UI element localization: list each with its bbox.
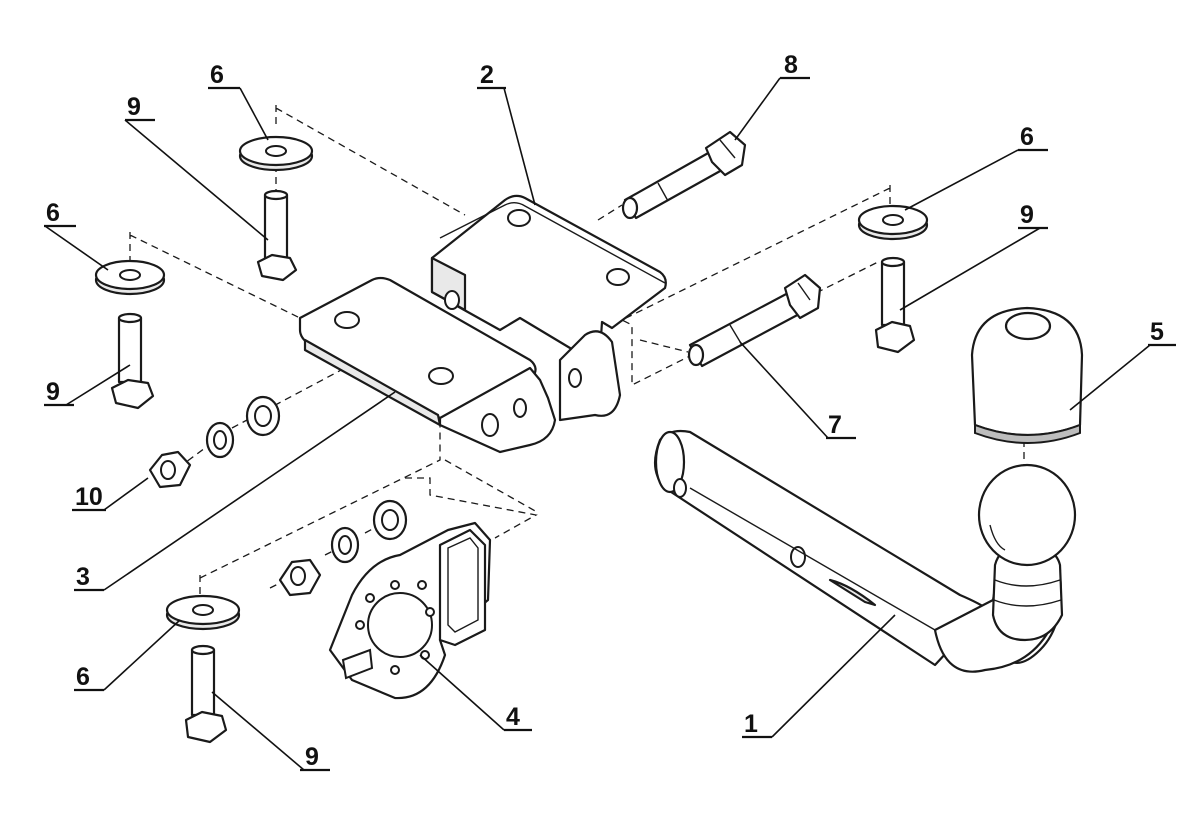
washer-6-right <box>857 204 929 241</box>
ball-cover-cap-part-5 <box>970 306 1084 444</box>
nut-washer-stack-lower <box>278 499 408 597</box>
svg-text:6: 6 <box>46 199 60 227</box>
callout-3: 3 <box>74 563 104 592</box>
bolt-9-bottom <box>184 644 228 744</box>
callout-9-top: 9 <box>125 93 155 122</box>
svg-text:5: 5 <box>1150 318 1164 346</box>
callout-labels: 1 2 3 4 5 6 6 6 <box>44 51 1176 772</box>
callout-6-top: 6 <box>208 61 240 90</box>
svg-text:6: 6 <box>1020 123 1034 151</box>
svg-text:6: 6 <box>76 663 90 691</box>
svg-text:10: 10 <box>75 483 103 511</box>
callout-9-left: 9 <box>44 378 74 407</box>
lower-plate-part-3 <box>298 276 557 454</box>
callout-1: 1 <box>742 710 772 739</box>
leader-lines <box>44 77 1151 771</box>
callout-8: 8 <box>780 51 810 80</box>
callout-6-bottom: 6 <box>74 663 104 692</box>
upper-bracket-part-2 <box>430 194 667 422</box>
callout-5: 5 <box>1148 318 1176 347</box>
tow-ball-arm-part-1 <box>653 429 1077 673</box>
long-bolt-part-8 <box>621 130 747 220</box>
svg-text:8: 8 <box>784 51 798 79</box>
bolt-9-left <box>110 312 155 410</box>
bolt-9-right <box>874 256 916 354</box>
callout-6-left: 6 <box>44 199 76 228</box>
long-bolt-part-7 <box>687 273 822 368</box>
callout-10: 10 <box>72 483 106 512</box>
washer-6-bottom <box>165 594 241 631</box>
callout-7: 7 <box>826 411 856 440</box>
nut-washer-stack-upper <box>148 395 281 489</box>
svg-text:9: 9 <box>305 743 319 771</box>
callout-6-right: 6 <box>1018 123 1048 152</box>
callout-2: 2 <box>477 61 506 90</box>
svg-text:2: 2 <box>480 61 494 89</box>
svg-text:1: 1 <box>744 710 758 738</box>
callout-9-right: 9 <box>1018 201 1048 230</box>
svg-text:9: 9 <box>127 93 141 121</box>
washer-6-left <box>94 259 166 296</box>
svg-text:6: 6 <box>210 61 224 89</box>
svg-text:4: 4 <box>506 703 520 731</box>
svg-text:3: 3 <box>76 563 90 591</box>
washer-6-top <box>238 135 314 172</box>
callout-4: 4 <box>504 703 532 732</box>
callout-9-bottom: 9 <box>300 743 330 772</box>
svg-text:9: 9 <box>46 378 60 406</box>
svg-text:7: 7 <box>828 411 842 439</box>
svg-text:9: 9 <box>1020 201 1034 229</box>
